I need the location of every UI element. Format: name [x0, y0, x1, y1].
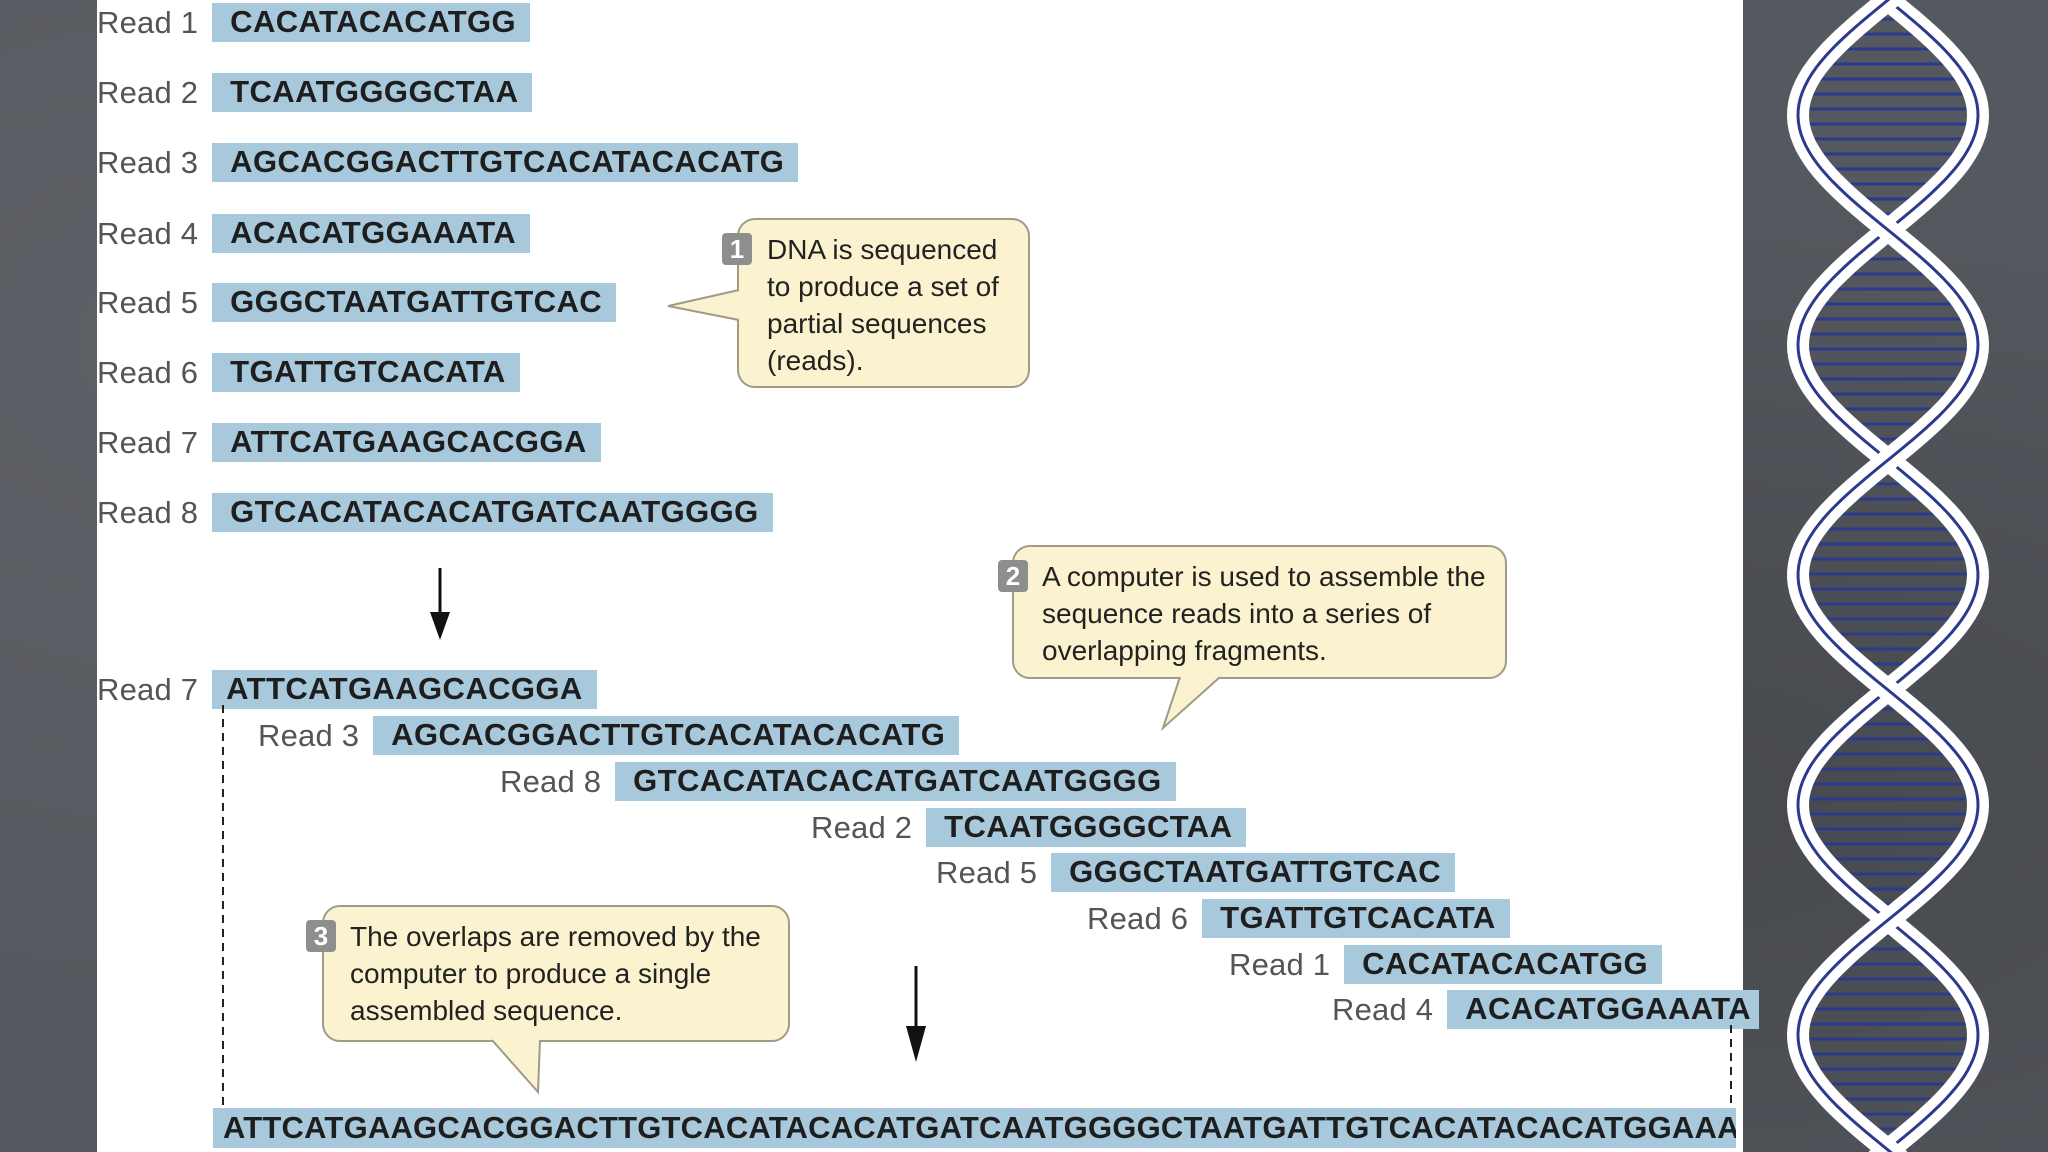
down-arrow-icon: [430, 568, 450, 640]
callout-box: 3 The overlaps are removed by the comput…: [306, 905, 790, 1042]
callout-text: A computer is used to assemble the seque…: [1042, 561, 1486, 666]
assembly-row: Read 1 CACATACACATGG: [1229, 945, 1663, 984]
read-sequence: CACATACACATGG: [212, 3, 531, 42]
read-label: Read 7: [97, 424, 199, 460]
read-sequence: GTCACATACACATGATCAATGGGG: [212, 493, 773, 532]
read-sequence: TCAATGGGGCTAA: [212, 73, 533, 112]
callout-box: 1 DNA is sequenced to produce a set of p…: [722, 218, 1030, 388]
assembly-row: Read 4 ACACATGGAAATA: [1332, 990, 1760, 1029]
read-row: Read 8 GTCACATACACATGATCAATGGGG: [97, 493, 773, 532]
step-number-badge: 1: [722, 233, 752, 265]
read-label: Read 2: [97, 74, 199, 110]
read-label: Read 4: [97, 215, 199, 251]
assembly-sequence: ATTCATGAAGCACGGA: [212, 670, 597, 709]
assembly-label: Read 7: [97, 671, 199, 707]
assembly-row: Read 5 GGGCTAATGATTGTCAC: [936, 853, 1456, 892]
assembly-label: Read 4: [1332, 991, 1434, 1027]
assembly-label: Read 3: [258, 717, 360, 753]
read-label: Read 5: [97, 284, 199, 320]
down-arrow-icon: [906, 966, 926, 1062]
read-sequence: GGGCTAATGATTGTCAC: [212, 283, 617, 322]
assembly-label: Read 5: [936, 854, 1038, 890]
read-row: Read 7 ATTCATGAAGCACGGA: [97, 423, 601, 462]
assembly-row: Read 2 TCAATGGGGCTAA: [811, 808, 1247, 847]
helix-strand-outline: [1796, 0, 1980, 1152]
assembly-row: Read 7 ATTCATGAAGCACGGA: [97, 670, 597, 709]
read-row: Read 2 TCAATGGGGCTAA: [97, 73, 533, 112]
read-label: Read 8: [97, 494, 199, 530]
assembly-sequence: AGCACGGACTTGTCACATACACATG: [373, 716, 960, 755]
read-row: Read 3 AGCACGGACTTGTCACATACACATG: [97, 143, 799, 182]
read-row: Read 1 CACATACACATGG: [97, 3, 531, 42]
read-row: Read 5 GGGCTAATGATTGTCAC: [97, 283, 617, 322]
assembly-sequence: TCAATGGGGCTAA: [926, 808, 1247, 847]
read-sequence: TGATTGTCACATA: [212, 353, 520, 392]
read-label: Read 3: [97, 144, 199, 180]
assembly-row: Read 8 GTCACATACACATGATCAATGGGG: [500, 762, 1176, 801]
read-label: Read 1: [97, 4, 199, 40]
assembly-sequence: CACATACACATGG: [1344, 945, 1663, 984]
read-row: Read 6 TGATTGTCACATA: [97, 353, 520, 392]
step-number-badge: 2: [998, 560, 1028, 592]
callout-text: DNA is sequenced to produce a set of par…: [767, 234, 999, 376]
assembly-sequence: GGGCTAATGATTGTCAC: [1051, 853, 1456, 892]
assembly-row: Read 6 TGATTGTCACATA: [1087, 899, 1510, 938]
assembly-label: Read 6: [1087, 900, 1189, 936]
read-label: Read 6: [97, 354, 199, 390]
assembly-row: Read 3 AGCACGGACTTGTCACATACACATG: [258, 716, 960, 755]
assembly-sequence: ACACATGGAAATA: [1447, 990, 1760, 1029]
assembly-label: Read 1: [1229, 946, 1331, 982]
callout-box: 2 A computer is used to assemble the seq…: [998, 545, 1507, 679]
assembly-sequence: TGATTGTCACATA: [1202, 899, 1510, 938]
callout-text: The overlaps are removed by the computer…: [350, 921, 761, 1026]
read-sequence: ACACATGGAAATA: [212, 214, 531, 253]
read-row: Read 4 ACACATGGAAATA: [97, 214, 531, 253]
helix-strand-outline: [1796, 0, 1980, 1152]
assembly-sequence: GTCACATACACATGATCAATGGGG: [615, 762, 1176, 801]
assembled-sequence: ATTCATGAAGCACGGACTTGTCACATACACATGATCAATG…: [213, 1108, 1736, 1148]
read-sequence: AGCACGGACTTGTCACATACACATG: [212, 143, 799, 182]
assembly-label: Read 8: [500, 763, 602, 799]
step-number-badge: 3: [306, 920, 336, 952]
assembly-label: Read 2: [811, 809, 913, 845]
read-sequence: ATTCATGAAGCACGGA: [212, 423, 601, 462]
